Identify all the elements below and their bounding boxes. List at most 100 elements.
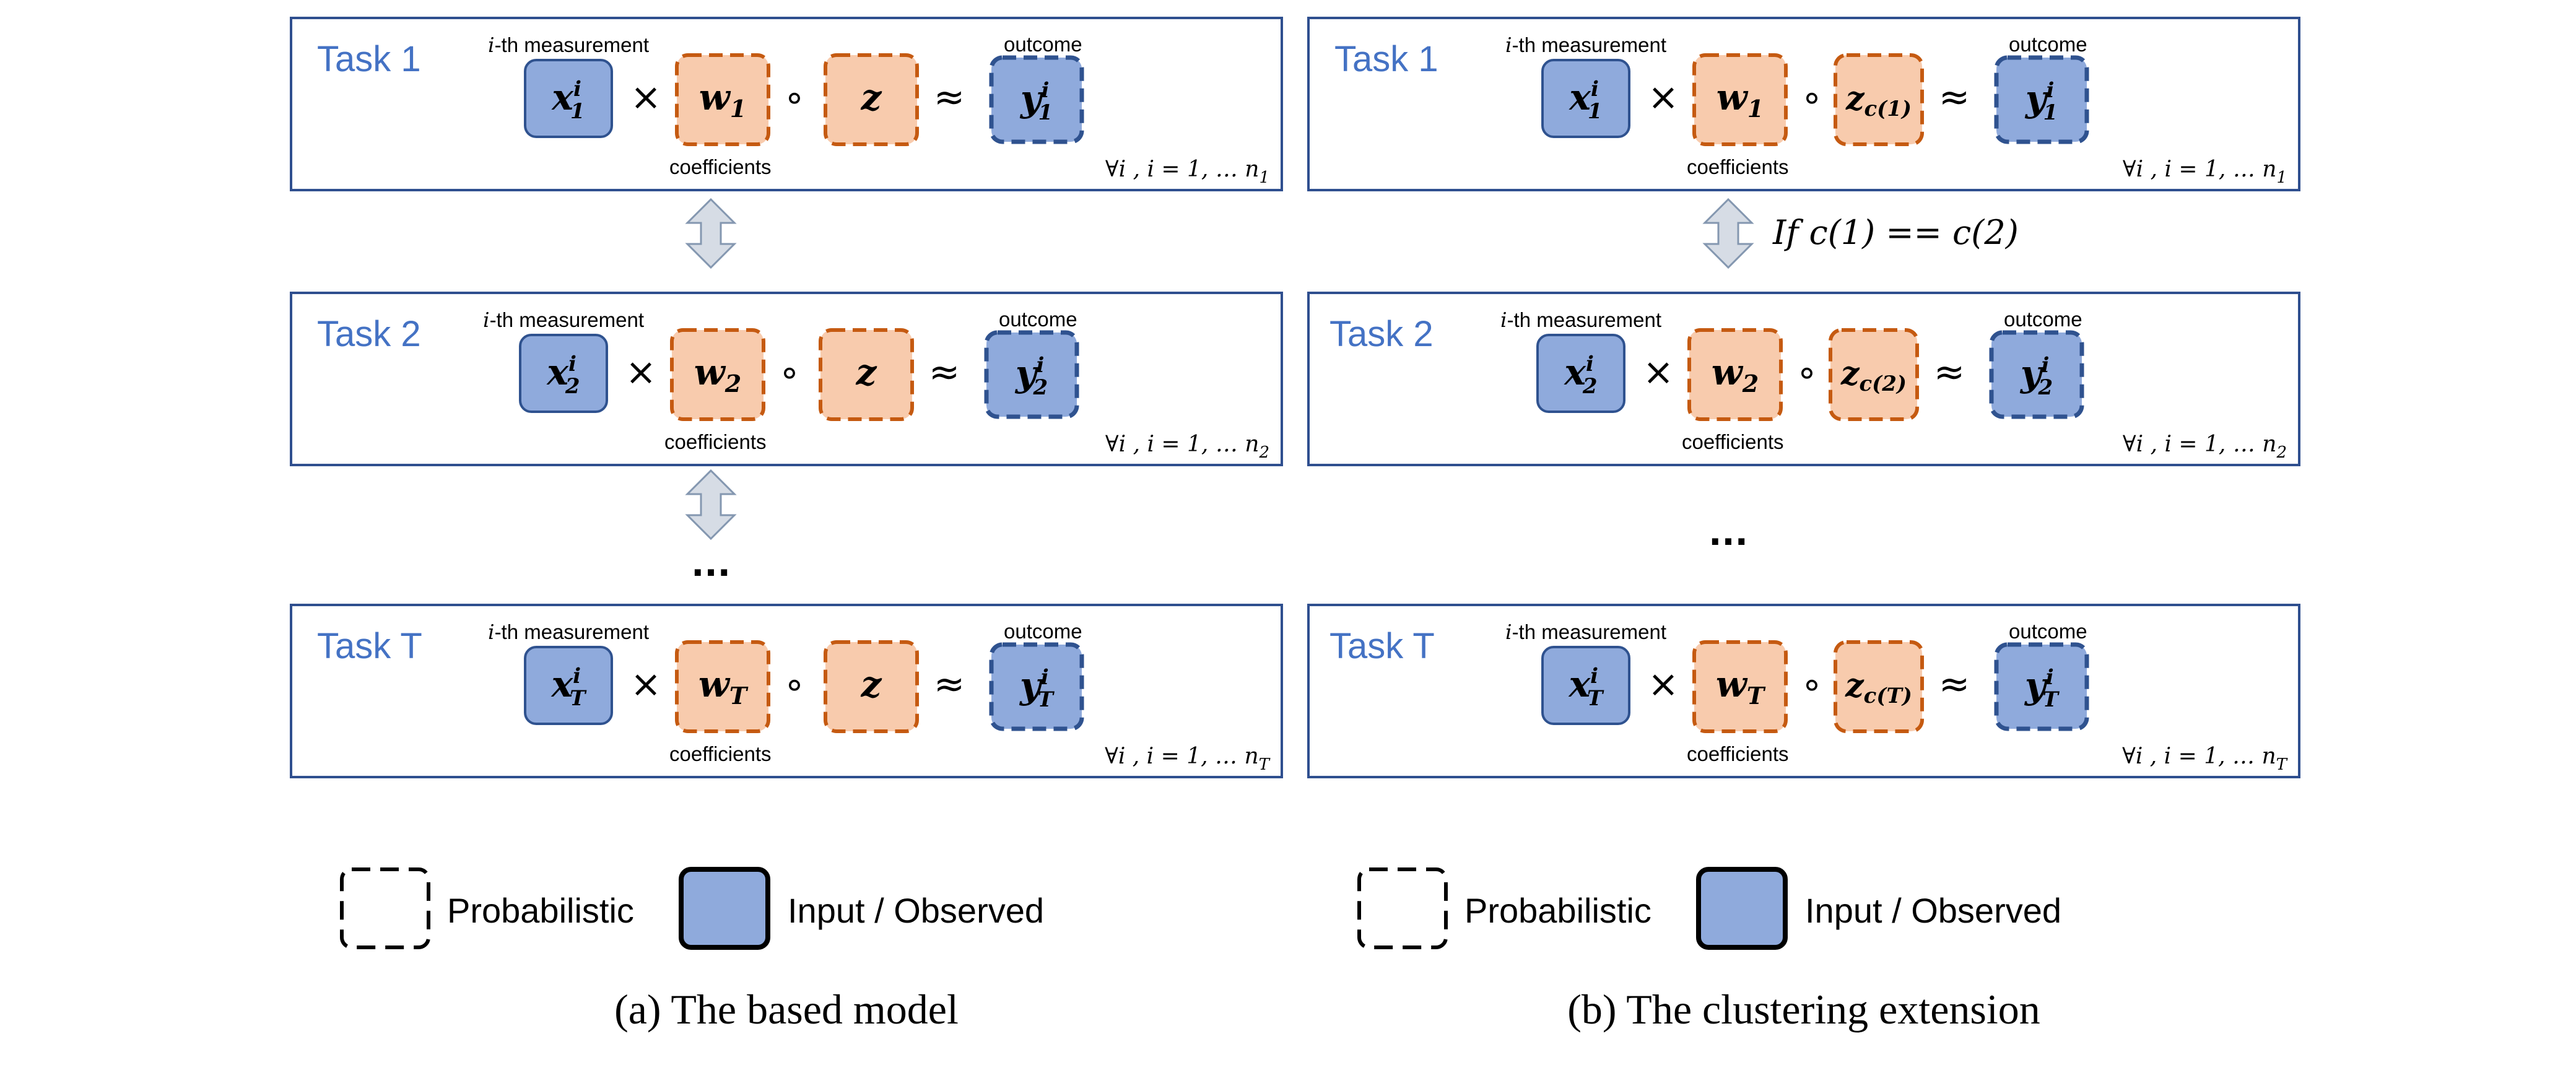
approx-sign: ≈ [1934, 350, 1965, 394]
coefficients-label: coefficients [669, 155, 771, 178]
x-superscript: i [1586, 352, 1594, 376]
measurement-suffix: -th measurement [1512, 33, 1666, 56]
hadamard-sign: ∘ [1801, 76, 1823, 118]
measurement-i: i [1505, 33, 1512, 57]
x-base: x [1563, 351, 1586, 393]
bidirectional-arrow [685, 198, 737, 269]
observed-input-box [519, 334, 608, 413]
z-symbol: z [861, 76, 882, 118]
arrow-shape [685, 469, 737, 541]
task-frame [1307, 604, 2300, 778]
outcome-label: outcome [2009, 620, 2087, 643]
measurement-suffix: -th measurement [495, 33, 649, 56]
x-subscript: T [1587, 686, 1604, 711]
approx-operator: ≈ [929, 350, 960, 394]
panel-caption-text: (b) The clustering extension [1567, 986, 2040, 1033]
task-title: Task T [1329, 626, 1435, 666]
forall-subscript: 2 [2276, 443, 2287, 462]
w-symbol: w2 [1712, 351, 1759, 398]
legend-probabilistic-label: Probabilistic [447, 891, 634, 930]
times-sign: × [1643, 350, 1674, 394]
y-subscript: 1 [1038, 100, 1053, 125]
times-operator: × [1648, 663, 1679, 706]
x-superscript: i [1590, 664, 1598, 689]
y-superscript: i [1042, 78, 1050, 103]
times-operator: × [630, 76, 661, 119]
arrow-shape [685, 198, 737, 269]
times-operator: × [625, 350, 656, 394]
w-subscript: T [1747, 682, 1766, 710]
w-subscript: 1 [1747, 95, 1764, 123]
z-base: z [861, 76, 882, 118]
approx-operator: ≈ [1939, 76, 1970, 119]
panel-caption-text: (a) The based model [614, 986, 959, 1033]
forall-subscript: 1 [1259, 168, 1269, 187]
measurement-label: i-th measurement [483, 308, 644, 332]
measurement-i: i [1500, 308, 1507, 332]
outcome-text: outcome [1004, 33, 1082, 56]
y-superscript: i [1037, 353, 1045, 378]
w-base: w [1717, 76, 1749, 118]
legend-observed-text: Input / Observed [1805, 891, 2061, 930]
y-subscript: 2 [1032, 375, 1048, 400]
hadamard-operator: ∘ [778, 351, 801, 393]
task-title-text: Task T [1329, 626, 1435, 666]
z-symbol: zc(1) [1845, 80, 1912, 121]
outcome-box [989, 55, 1084, 144]
measurement-label: i-th measurement [1505, 620, 1666, 644]
z-base: z [1845, 667, 1865, 705]
measurement-label: i-th measurement [488, 620, 649, 644]
y-subscript: 1 [2043, 100, 2058, 125]
ellipsis: ... [1708, 513, 1748, 554]
legend: Probabilistic Input / Observed [1357, 867, 2061, 950]
x-superscript: i [1591, 77, 1599, 102]
outcome-text: outcome [2009, 33, 2087, 56]
coefficient-box [1687, 328, 1783, 421]
cluster-condition-text: If c(1) == c(2) [1772, 213, 2019, 252]
legend-probabilistic-text: Probabilistic [1464, 891, 1651, 930]
z-symbol: z [861, 663, 882, 705]
forall-text: ∀i , i = 1, … n [1105, 744, 1259, 769]
w-symbol: w1 [1717, 76, 1764, 123]
x-subscript: T [570, 686, 587, 711]
coefficients-label: coefficients [664, 430, 766, 453]
z-subscript: c(T) [1864, 684, 1912, 708]
hadamard-sign: ∘ [783, 663, 806, 705]
approx-sign: ≈ [934, 76, 965, 119]
x-superscript: i [573, 77, 581, 102]
forall-text: ∀i , i = 1, … n [2123, 157, 2277, 182]
outcome-label: outcome [2004, 308, 2082, 331]
approx-sign: ≈ [1939, 663, 1970, 706]
hadamard-operator: ∘ [1796, 351, 1818, 393]
z-base: z [861, 663, 882, 705]
measurement-label: i-th measurement [1500, 308, 1661, 332]
hadamard-operator: ∘ [783, 663, 806, 705]
coefficient-box [1692, 53, 1788, 146]
times-sign: × [630, 76, 661, 119]
approx-operator: ≈ [1939, 663, 1970, 706]
coefficients-text: coefficients [1687, 155, 1788, 178]
w-subscript: 2 [1742, 370, 1759, 398]
x-subscript: 1 [1588, 99, 1603, 124]
hadamard-sign: ∘ [1796, 351, 1818, 393]
task-title: Task T [317, 626, 422, 666]
approx-sign: ≈ [1939, 76, 1970, 119]
measurement-suffix: -th measurement [1507, 308, 1661, 331]
z-subscript: c(1) [1864, 97, 1912, 121]
approx-operator: ≈ [1934, 350, 1965, 394]
outcome-box [989, 642, 1084, 731]
w-symbol: w2 [694, 351, 741, 398]
latent-z-box [824, 640, 919, 733]
outcome-box [1994, 55, 2089, 144]
outcome-label: outcome [1004, 620, 1082, 643]
outcome-box [984, 330, 1079, 419]
coefficients-label: coefficients [1687, 155, 1788, 178]
task-frame [1307, 17, 2300, 191]
observed-input-box [1541, 59, 1630, 138]
times-operator: × [630, 663, 661, 706]
